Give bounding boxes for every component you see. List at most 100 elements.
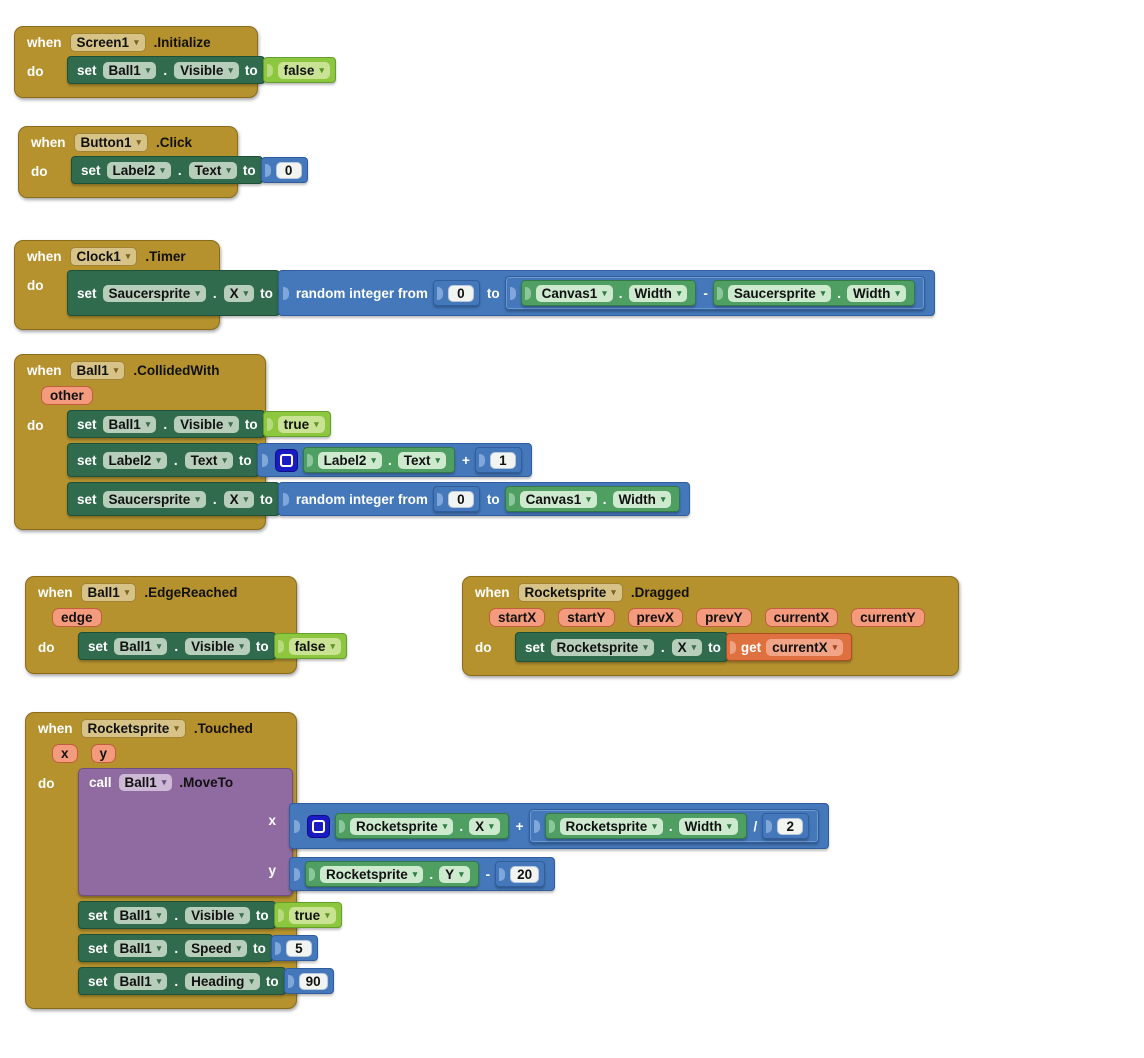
logic-dropdown[interactable]: false▾ xyxy=(277,61,330,79)
component-dropdown[interactable]: Button1▾ xyxy=(73,133,149,152)
event-param[interactable]: y xyxy=(90,744,117,763)
component-dropdown[interactable]: Ball1▾ xyxy=(113,972,168,990)
component-getter-block[interactable]: Rocketsprite▾ . Width▾ xyxy=(544,813,747,839)
component-dropdown[interactable]: Ball1▾ xyxy=(102,415,157,433)
event-param[interactable]: startX xyxy=(489,608,546,627)
mutator-icon[interactable] xyxy=(274,448,298,472)
component-dropdown[interactable]: Rocketsprite▾ xyxy=(559,817,663,835)
property-dropdown[interactable]: Visible▾ xyxy=(174,415,239,433)
number-field[interactable]: 1 xyxy=(489,451,516,469)
component-dropdown[interactable]: Saucersprite▾ xyxy=(102,490,206,508)
mutator-icon[interactable] xyxy=(307,814,330,838)
property-dropdown[interactable]: Text▾ xyxy=(397,451,447,469)
property-dropdown[interactable]: Heading▾ xyxy=(185,972,260,990)
event-param[interactable]: x xyxy=(52,744,78,763)
event-block-screen1-initialize[interactable]: when Screen1▾ .Initialize do set Ball1▾ … xyxy=(14,26,336,98)
logic-value-block[interactable]: false▾ xyxy=(262,57,336,83)
number-field[interactable]: 90 xyxy=(298,972,328,990)
set-block[interactable]: set Ball1▾ . Visible▾ to xyxy=(67,410,265,438)
property-dropdown[interactable]: X▾ xyxy=(671,638,703,656)
property-dropdown[interactable]: Width▾ xyxy=(628,284,688,302)
component-dropdown[interactable]: Rocketsprite▾ xyxy=(320,865,424,883)
event-param[interactable]: currentY xyxy=(851,608,925,627)
property-dropdown[interactable]: X▾ xyxy=(469,817,500,835)
component-getter-block[interactable]: Saucersprite▾ . Width▾ xyxy=(712,280,915,306)
property-dropdown[interactable]: Width▾ xyxy=(678,817,738,835)
event-param[interactable]: prevX xyxy=(627,608,684,627)
number-field[interactable]: 2 xyxy=(777,817,804,835)
addition-block[interactable]: Rocketsprite▾ . X▾ + Rocketsprite▾ xyxy=(289,803,830,849)
number-field[interactable]: 0 xyxy=(275,161,302,179)
event-block-button1-click[interactable]: when Button1▾ .Click do set Label2▾ . Te… xyxy=(18,126,308,198)
set-block[interactable]: set Rocketsprite▾ . X▾ to xyxy=(515,632,728,662)
component-dropdown[interactable]: Canvas1▾ xyxy=(535,284,613,302)
component-getter-block[interactable]: Canvas1▾ . Width▾ xyxy=(520,280,697,306)
component-dropdown[interactable]: Ball1▾ xyxy=(113,906,168,924)
number-value-block[interactable]: 2 xyxy=(762,813,810,839)
set-block[interactable]: set Label2▾ . Text▾ to xyxy=(67,443,259,477)
set-block[interactable]: set Saucersprite▾ . X▾ to xyxy=(67,270,280,316)
property-dropdown[interactable]: Text▾ xyxy=(184,451,233,469)
logic-value-block[interactable]: true▾ xyxy=(273,902,342,928)
logic-dropdown[interactable]: true▾ xyxy=(277,415,325,433)
number-field[interactable]: 0 xyxy=(447,284,474,302)
event-block-rocketsprite-touched[interactable]: when Rocketsprite▾ .Touched x y do call … xyxy=(25,712,830,1009)
property-dropdown[interactable]: Text▾ xyxy=(188,161,237,179)
property-dropdown[interactable]: Visible▾ xyxy=(185,637,250,655)
component-dropdown[interactable]: Label2▾ xyxy=(102,451,167,469)
component-dropdown[interactable]: Rocketsprite▾ xyxy=(550,638,654,656)
component-dropdown[interactable]: Ball1▾ xyxy=(102,61,157,79)
set-block[interactable]: set Ball1▾ . Visible▾ to xyxy=(78,901,276,929)
logic-value-block[interactable]: false▾ xyxy=(273,633,347,659)
number-field[interactable]: 5 xyxy=(285,939,312,957)
component-getter-block[interactable]: Canvas1▾ . Width▾ xyxy=(504,486,681,512)
random-integer-block[interactable]: random integer from 0 to Canvas1▾ . Widt… xyxy=(277,270,935,316)
property-dropdown[interactable]: Visible▾ xyxy=(174,61,239,79)
set-block[interactable]: set Label2▾ . Text▾ to xyxy=(71,156,263,184)
get-variable-block[interactable]: get currentX▾ xyxy=(725,633,853,661)
subtract-block[interactable]: Rocketsprite▾ . Y▾ - 20 xyxy=(289,857,556,891)
property-dropdown[interactable]: Visible▾ xyxy=(185,906,250,924)
property-dropdown[interactable]: Y▾ xyxy=(439,865,470,883)
component-dropdown[interactable]: Screen1▾ xyxy=(69,33,146,52)
component-dropdown[interactable]: Saucersprite▾ xyxy=(727,284,832,302)
division-block[interactable]: Rocketsprite▾ . Width▾ / 2 xyxy=(528,809,820,843)
component-getter-block[interactable]: Label2▾ . Text▾ xyxy=(302,447,456,473)
component-dropdown[interactable]: Ball1▾ xyxy=(80,583,137,602)
component-dropdown[interactable]: Label2▾ xyxy=(106,161,171,179)
event-param[interactable]: startY xyxy=(558,608,615,627)
event-param[interactable]: edge xyxy=(52,608,102,627)
event-param[interactable]: other xyxy=(41,386,93,405)
set-block[interactable]: set Ball1▾ . Heading▾ to xyxy=(78,967,286,995)
component-dropdown[interactable]: Ball1▾ xyxy=(118,774,173,791)
number-value-block[interactable]: 0 xyxy=(260,157,308,183)
set-block[interactable]: set Saucersprite▾ . X▾ to xyxy=(67,482,280,516)
component-dropdown[interactable]: Ball1▾ xyxy=(113,939,168,957)
set-block[interactable]: set Ball1▾ . Visible▾ to xyxy=(67,56,265,84)
component-dropdown[interactable]: Ball1▾ xyxy=(113,637,168,655)
logic-dropdown[interactable]: true▾ xyxy=(288,906,336,924)
component-dropdown[interactable]: Saucersprite▾ xyxy=(102,284,206,302)
property-dropdown[interactable]: X▾ xyxy=(223,284,255,302)
event-block-ball1-collidedwith[interactable]: when Ball1▾ .CollidedWith other do set B… xyxy=(14,354,691,530)
subtract-block[interactable]: Canvas1▾ . Width▾ - Saucersprite▾ . Widt… xyxy=(504,276,925,310)
logic-dropdown[interactable]: false▾ xyxy=(288,637,341,655)
number-field[interactable]: 20 xyxy=(510,865,540,883)
number-value-block[interactable]: 0 xyxy=(432,486,480,512)
event-block-clock1-timer[interactable]: when Clock1▾ .Timer do set Saucersprite▾… xyxy=(14,240,935,330)
set-block[interactable]: set Ball1▾ . Speed▾ to xyxy=(78,934,273,962)
event-block-ball1-edgereached[interactable]: when Ball1▾ .EdgeReached edge do set Bal… xyxy=(25,576,347,674)
component-dropdown[interactable]: Rocketsprite▾ xyxy=(517,583,623,602)
component-getter-block[interactable]: Rocketsprite▾ . Y▾ xyxy=(305,861,479,887)
event-block-rocketsprite-dragged[interactable]: when Rocketsprite▾ .Dragged startX start… xyxy=(462,576,959,676)
number-value-block[interactable]: 1 xyxy=(474,447,522,473)
number-value-block[interactable]: 90 xyxy=(283,968,334,994)
event-param[interactable]: currentX xyxy=(764,608,839,627)
event-param[interactable]: prevY xyxy=(696,608,752,627)
number-value-block[interactable]: 20 xyxy=(495,861,546,887)
property-dropdown[interactable]: Width▾ xyxy=(847,284,906,302)
component-dropdown[interactable]: Ball1▾ xyxy=(69,361,126,380)
component-dropdown[interactable]: Clock1▾ xyxy=(69,247,138,266)
number-field[interactable]: 0 xyxy=(447,490,474,508)
logic-value-block[interactable]: true▾ xyxy=(262,411,331,437)
